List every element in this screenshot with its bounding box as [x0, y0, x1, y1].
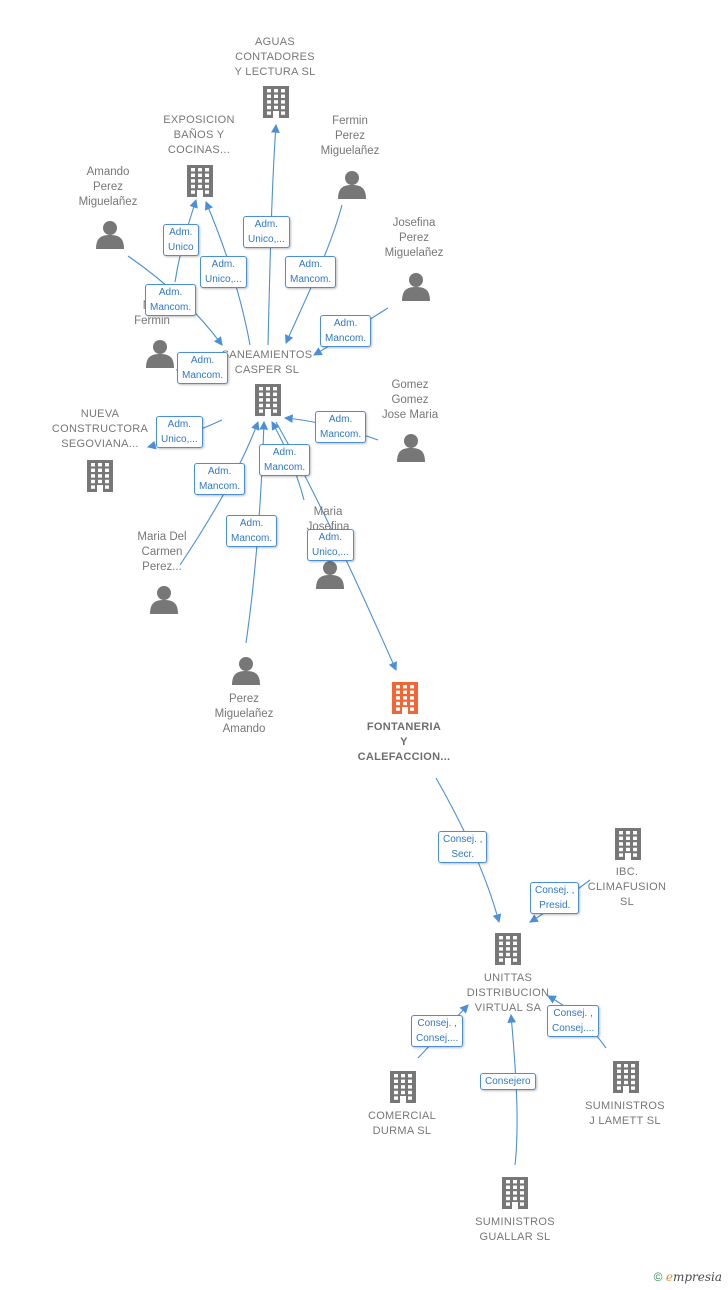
- edge-label-aguas: Adm.Unico,...: [243, 216, 290, 248]
- edge-label-miguelanez: Adm.Mancom.: [177, 352, 229, 384]
- edge-label-lamett: Consej. ,Consej....: [547, 1005, 600, 1037]
- unittas-building-icon[interactable]: [495, 933, 521, 965]
- perez-amando-person-icon[interactable]: [232, 657, 260, 685]
- guallar-building-icon[interactable]: [502, 1177, 528, 1209]
- footer-brand: © empresia: [654, 1270, 722, 1284]
- edge-label-exposicion: Adm.Unico,...: [200, 256, 247, 288]
- edge-label-unittas-fontaneria: Consej. ,Secr.: [438, 831, 488, 863]
- gomez-person-icon[interactable]: [397, 434, 425, 462]
- miguelanez-fermin-person-icon[interactable]: [146, 340, 174, 368]
- josefina-person-icon[interactable]: [402, 273, 430, 301]
- nueva-building-icon[interactable]: [87, 460, 113, 492]
- comercial-building-icon[interactable]: [390, 1071, 416, 1103]
- edge-label-mariacarmen: Adm.Mancom.: [194, 463, 246, 495]
- ibc-building-icon[interactable]: [615, 828, 641, 860]
- edge-label-amando: Adm.Mancom.: [145, 284, 197, 316]
- maria-del-carmen-person-icon[interactable]: [150, 586, 178, 614]
- edge-label-ibc: Consej. ,Presid.: [530, 882, 580, 914]
- fontaneria-building-icon[interactable]: [392, 682, 418, 714]
- edge-label-nueva: Adm.Unico,...: [156, 416, 203, 448]
- saneamientos-building-icon[interactable]: [255, 384, 281, 416]
- edge-label-comercial: Consej. ,Consej....: [411, 1015, 464, 1047]
- copyright-icon: ©: [653, 1270, 663, 1284]
- edge-label-gomez: Adm.Mancom.: [315, 411, 367, 443]
- edge-guallar-unittas: [507, 1013, 518, 1166]
- exposicion-building-icon[interactable]: [187, 165, 213, 197]
- edge-label-guallar: Consejero: [480, 1073, 536, 1090]
- amando-perez-person-icon[interactable]: [96, 221, 124, 249]
- edge-label-fontaneria: Adm.Unico,...: [307, 529, 354, 561]
- edge-label-fermin: Adm.Mancom.: [285, 256, 337, 288]
- edge-label-mariajosefina: Adm.Mancom.: [259, 444, 311, 476]
- edge-label-exposicion-amando: Adm.Unico: [163, 224, 199, 256]
- aguas-building-icon[interactable]: [263, 86, 289, 118]
- fermin-perez-person-icon[interactable]: [338, 171, 366, 199]
- edge-label-josefina: Adm.Mancom.: [320, 315, 372, 347]
- edge-label-perezamando: Adm.Mancom.: [226, 515, 278, 547]
- lamett-building-icon[interactable]: [613, 1061, 639, 1093]
- brand-logo: empresia: [665, 1270, 722, 1284]
- maria-josefina-person-icon[interactable]: [316, 561, 344, 589]
